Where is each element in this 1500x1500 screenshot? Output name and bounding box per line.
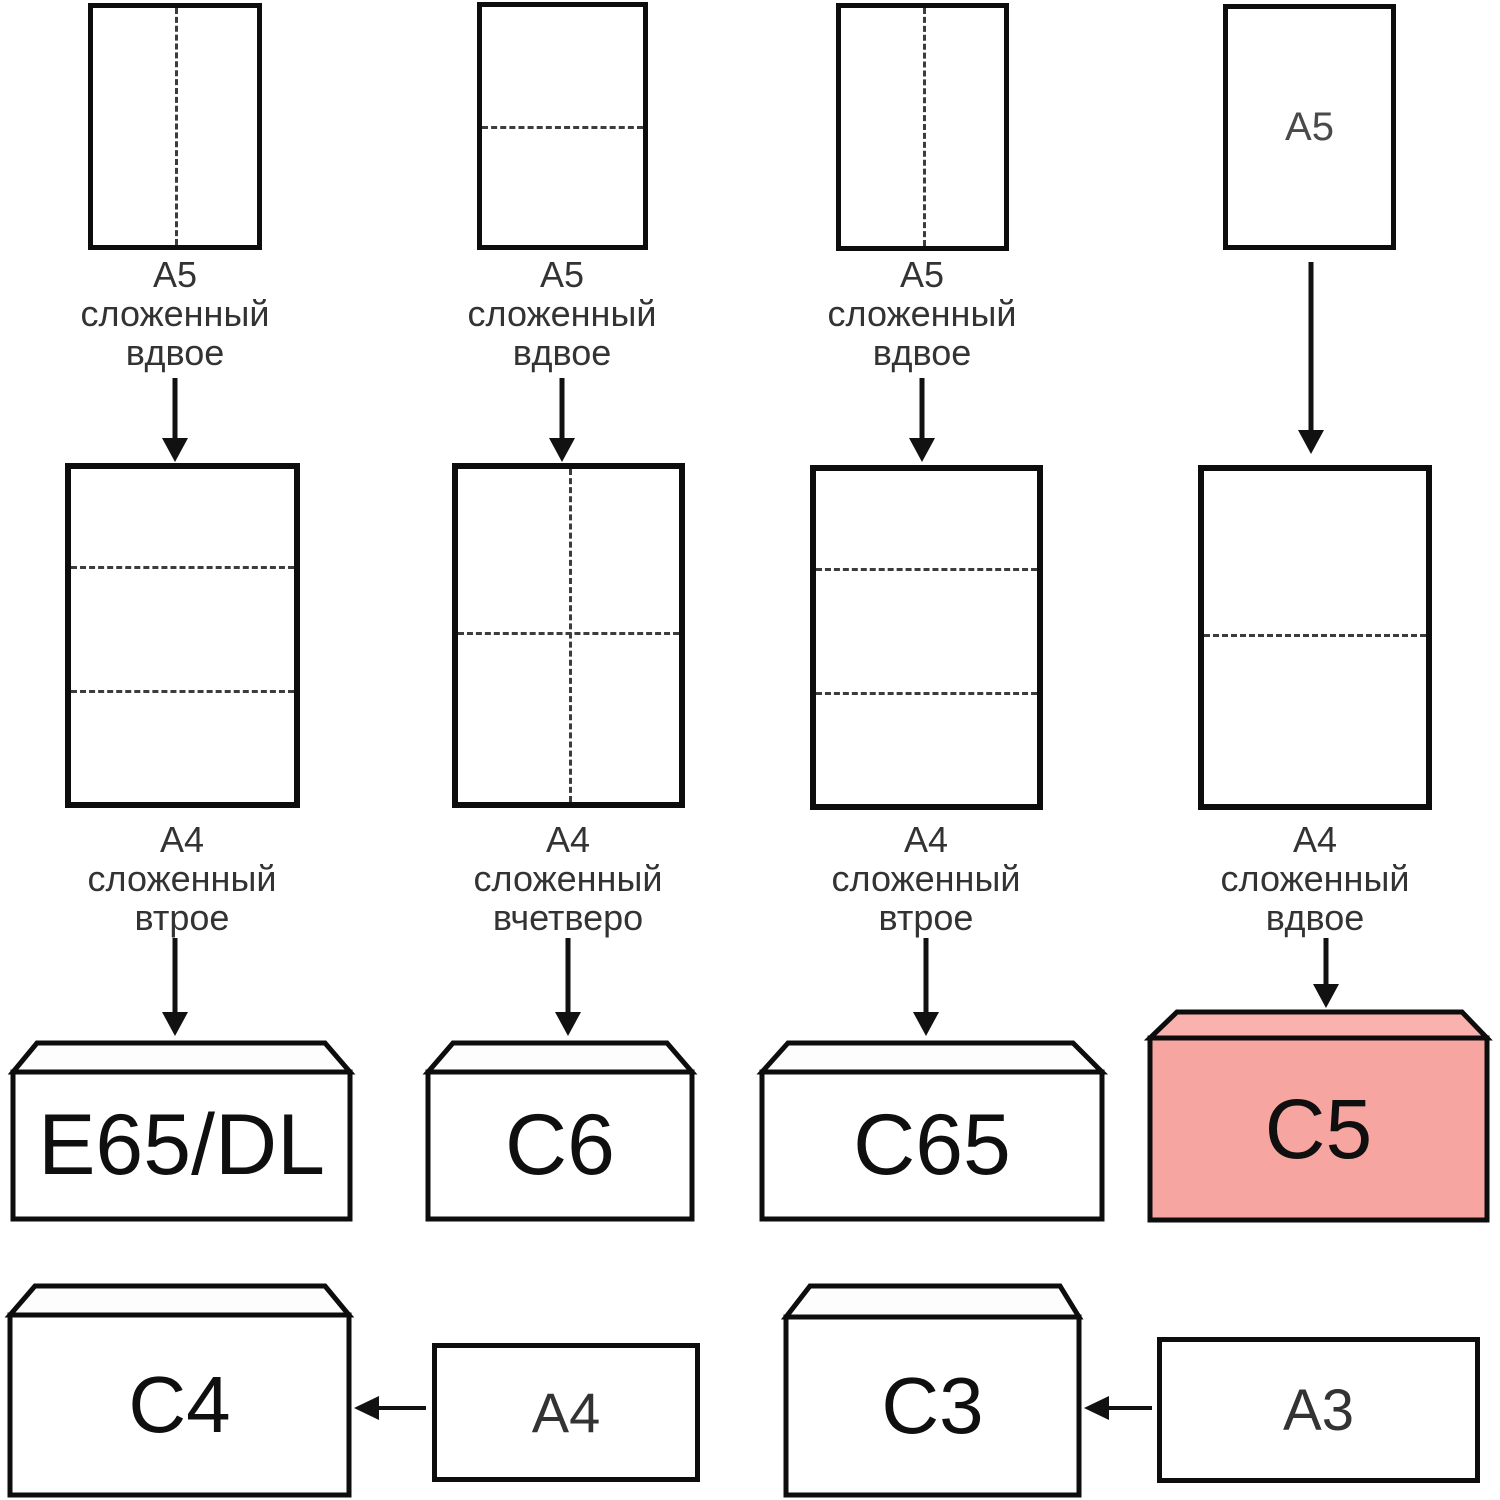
fold-line-vertical	[922, 8, 926, 246]
fold-line-horizontal	[482, 126, 643, 129]
caption-line: сложенный	[831, 858, 1021, 899]
envelope-body	[783, 1314, 1082, 1498]
fold-line-horizontal	[458, 632, 679, 636]
arrow-down-icon	[550, 936, 586, 1038]
caption-line: сложенный	[1220, 858, 1410, 899]
sheet-a4-fold-half	[1198, 465, 1432, 810]
caption-line: вчетверо	[492, 897, 644, 938]
envelope-label: C4	[128, 1360, 231, 1449]
caption-line: А4	[545, 819, 591, 860]
caption-a5-folded-in-half: А5 сложенный вдвое	[432, 255, 692, 372]
arrow-down-icon	[157, 936, 193, 1038]
caption-line: сложенный	[87, 858, 277, 899]
fold-line-vertical	[175, 8, 178, 245]
caption-line: втрое	[878, 897, 974, 938]
envelope-c5-highlighted: C5	[1143, 1007, 1493, 1225]
caption-line: вдвое	[125, 332, 225, 373]
caption-line: А4	[159, 819, 205, 860]
envelope-label: C6	[505, 1097, 615, 1193]
arrow-down-icon	[157, 376, 193, 464]
envelope-label: C5	[1264, 1081, 1373, 1176]
caption-a4-folded-in-thirds: А4 сложенный втрое	[42, 820, 322, 937]
caption-a5-folded-in-half: А5 сложенный вдвое	[45, 255, 305, 372]
sheet-a5-fold-horizontal	[477, 2, 648, 250]
envelope-flap	[780, 1283, 1084, 1320]
sheet-a4-fold-thirds	[65, 463, 300, 808]
sheet-a5-fold-vertical	[836, 3, 1009, 251]
caption-line: вдвое	[1265, 897, 1365, 938]
caption-line: А5	[899, 254, 945, 295]
caption-line: А5	[539, 254, 585, 295]
arrow-down-icon	[904, 376, 940, 464]
caption-line: вдвое	[512, 332, 612, 373]
envelope-label: E65/DL	[38, 1097, 325, 1193]
envelope-label: C3	[881, 1361, 984, 1450]
arrow-down-icon	[544, 376, 580, 464]
arrow-down-icon	[1293, 260, 1329, 456]
envelope-label: C65	[853, 1097, 1011, 1193]
fold-line-vertical	[568, 469, 572, 802]
envelope-c4: C4	[4, 1281, 355, 1500]
fold-line-horizontal	[816, 692, 1037, 696]
arrow-left-icon	[1082, 1390, 1154, 1426]
sheet-a5-fold-vertical	[88, 3, 262, 250]
caption-line: сложенный	[827, 293, 1017, 334]
envelope-flap	[1143, 1009, 1493, 1041]
envelope-c65: C65	[756, 1038, 1109, 1224]
arrow-left-icon	[352, 1390, 428, 1426]
sheet-a4-fold-quarters	[452, 463, 685, 808]
envelope-flap	[756, 1040, 1109, 1075]
envelope-flap	[422, 1040, 698, 1075]
envelope-c3: C3	[780, 1281, 1084, 1500]
envelope-body	[1147, 1035, 1490, 1223]
fold-line-horizontal	[1204, 634, 1426, 638]
sheet-label: А5	[1285, 104, 1334, 149]
arrow-down-icon	[908, 936, 944, 1038]
caption-line: А4	[1292, 819, 1338, 860]
caption-line: А4	[903, 819, 949, 860]
sheet-label: А4	[531, 1381, 601, 1444]
fold-line-horizontal	[71, 565, 294, 569]
arrow-down-icon	[1308, 936, 1344, 1010]
caption-a4-folded-in-quarters: А4 сложенный вчетверо	[428, 820, 708, 937]
fold-line-horizontal	[816, 567, 1037, 571]
caption-line: сложенный	[473, 858, 663, 899]
sheet-a4-fold-thirds	[810, 465, 1043, 810]
caption-a5-folded-in-half: А5 сложенный вдвое	[792, 255, 1052, 372]
sheet-a3-landscape: А3	[1157, 1337, 1480, 1483]
sheet-label: А3	[1283, 1377, 1354, 1443]
caption-line: втрое	[134, 897, 230, 938]
caption-a4-folded-in-half: А4 сложенный вдвое	[1175, 820, 1455, 937]
sheet-a5-plain: А5	[1223, 4, 1396, 250]
caption-line: вдвое	[872, 332, 972, 373]
envelope-body	[425, 1069, 695, 1222]
fold-line-horizontal	[71, 690, 294, 694]
caption-a4-folded-in-thirds: А4 сложенный втрое	[786, 820, 1066, 937]
caption-line: сложенный	[80, 293, 270, 334]
envelope-body	[7, 1312, 352, 1498]
envelope-c6: C6	[422, 1038, 698, 1224]
envelope-flap	[4, 1283, 355, 1318]
envelope-flap	[7, 1040, 356, 1075]
caption-line: сложенный	[467, 293, 657, 334]
envelope-body	[10, 1069, 353, 1222]
caption-line: А5	[152, 254, 198, 295]
envelope-body	[759, 1069, 1105, 1222]
sheet-a4-landscape: А4	[432, 1343, 700, 1482]
envelope-e65-dl: E65/DL	[7, 1038, 356, 1224]
